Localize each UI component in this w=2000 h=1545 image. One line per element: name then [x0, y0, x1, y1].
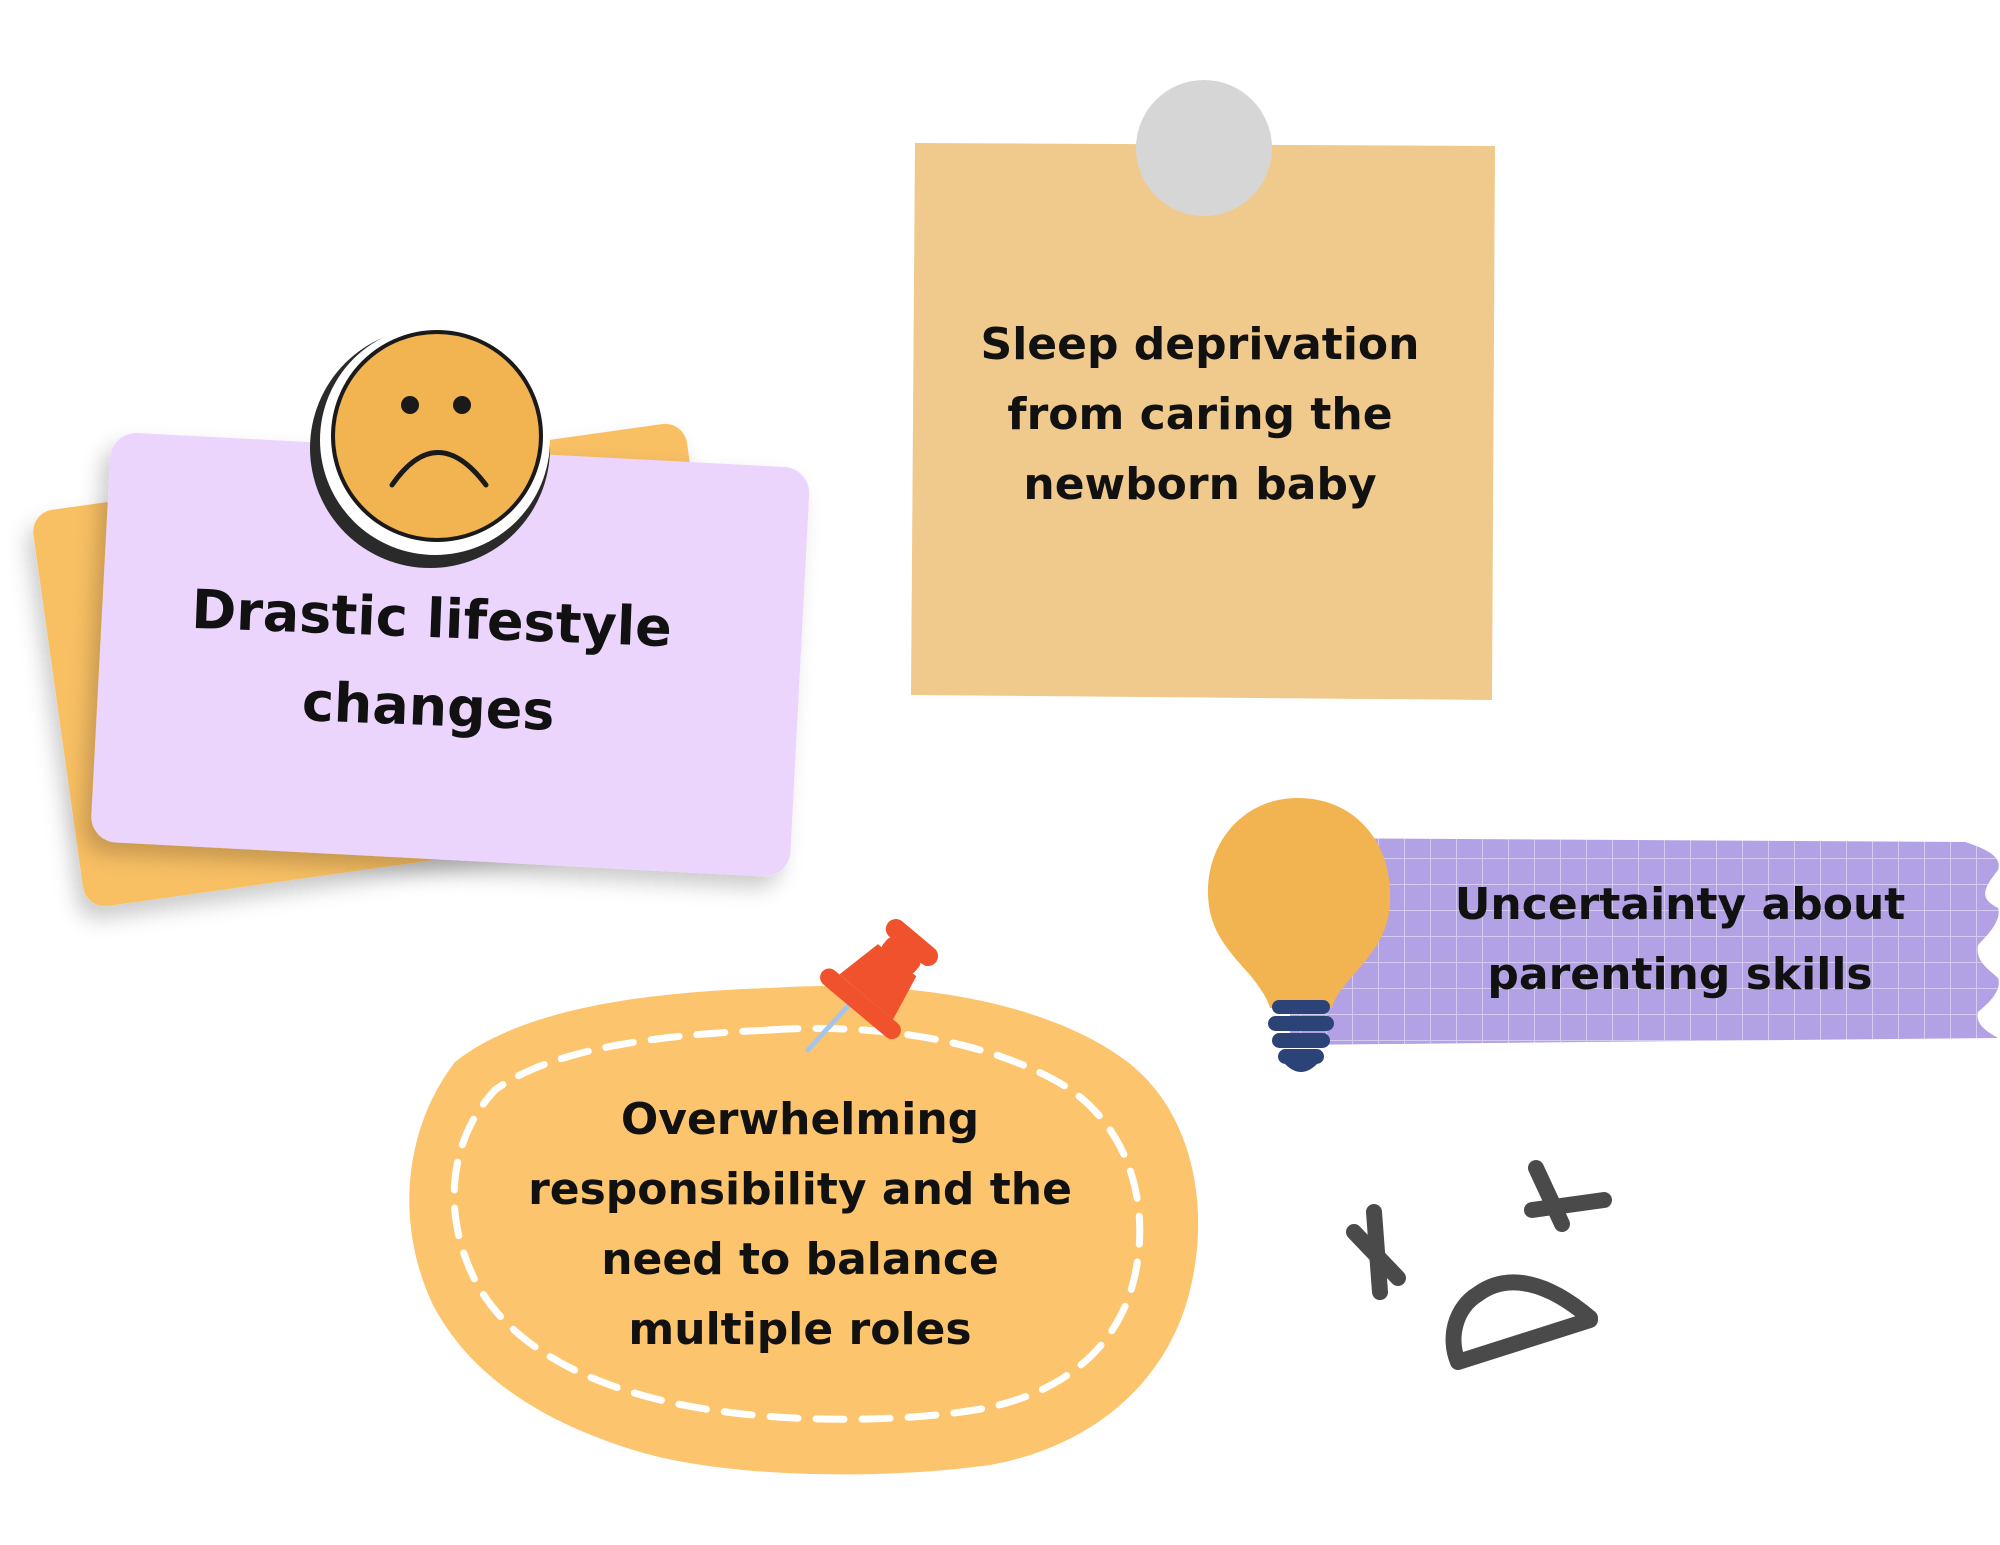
sad-face-icon — [310, 325, 550, 568]
washi-tape — [1290, 838, 1999, 1045]
overwhelm-note-text: Overwhelming responsibility and the need… — [528, 1094, 1072, 1355]
overwhelm-card-group — [409, 919, 1199, 1475]
blob-shape — [409, 985, 1199, 1475]
light-bulb-icon — [1208, 798, 1391, 1072]
uncertainty-card-group — [1208, 798, 1999, 1072]
lifestyle-note-text: Drastic lifestyle changes — [190, 577, 674, 743]
stitched-border — [450, 1024, 1144, 1423]
sleep-card-group — [911, 80, 1495, 700]
thumbtack-icon — [805, 919, 939, 1053]
sleep-note-text: Sleep deprivation from caring the newbor… — [980, 319, 1420, 510]
push-pin-circle-icon — [1136, 80, 1272, 216]
lifestyle-card-group — [33, 325, 810, 907]
sticky-note — [911, 143, 1495, 700]
uncertainty-note-text: Uncertainty about parenting skills — [1454, 879, 1906, 1000]
dizzy-face-doodle-icon — [1346, 1160, 1612, 1370]
lavender-front-card — [91, 433, 810, 877]
